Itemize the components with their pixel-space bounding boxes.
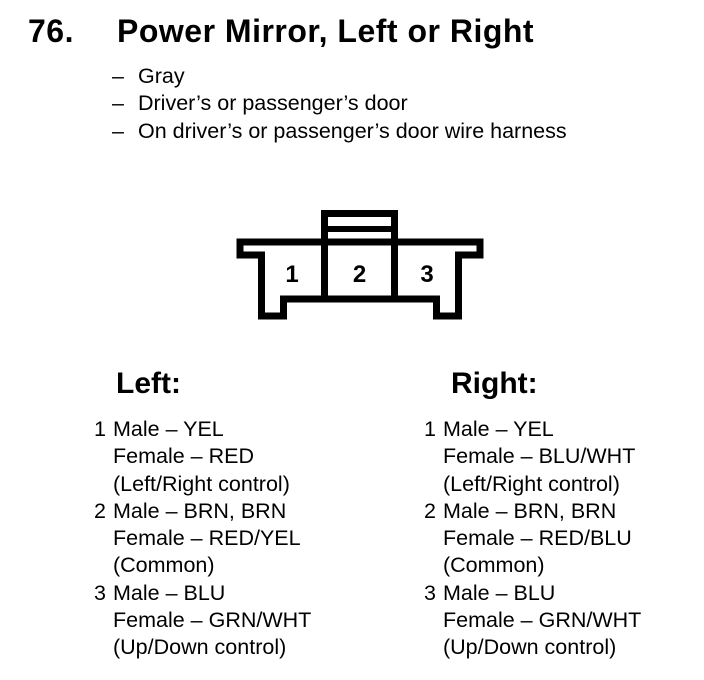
- wire-line: Male – YEL: [443, 417, 554, 441]
- pin-entry: 3 Male – BLU Female – GRN/WHT (Up/Down c…: [424, 580, 641, 662]
- list-item: – On driver’s or passenger’s door wire h…: [112, 118, 567, 145]
- pin-wire-info: Male – BLU Female – GRN/WHT (Up/Down con…: [443, 580, 641, 662]
- connector-body-outline: [236, 238, 484, 320]
- wire-function: (Common): [113, 553, 215, 578]
- wire-line: Female – RED/BLU: [443, 526, 632, 551]
- pin-entry: 1 Male – YEL Female – BLU/WHT (Left/Righ…: [424, 416, 641, 498]
- left-column-header: Left:: [116, 367, 181, 400]
- pin-wire-info: Male – BRN, BRN Female – RED/BLU (Common…: [443, 498, 632, 580]
- pin-wire-info: Male – YEL Female – RED (Left/Right cont…: [113, 416, 290, 498]
- wire-line: Female – GRN/WHT: [113, 608, 312, 633]
- pin-wire-info: Male – YEL Female – BLU/WHT (Left/Right …: [443, 416, 635, 498]
- pin-entry: 1 Male – YEL Female – RED (Left/Right co…: [94, 416, 311, 498]
- wire-line: Male – BRN, BRN: [113, 498, 287, 523]
- pin-entry: 3 Male – BLU Female – GRN/WHT (Up/Down c…: [94, 580, 311, 662]
- wire-line: Female – BLU/WHT: [443, 444, 636, 469]
- list-item-text: Gray: [138, 64, 185, 88]
- connector-attributes-list: – Gray – Driver’s or passenger’s door – …: [112, 63, 567, 145]
- list-item: – Driver’s or passenger’s door: [112, 90, 567, 117]
- dash-marker: –: [112, 64, 124, 88]
- pin-number: 1: [424, 417, 436, 441]
- page-title: Power Mirror, Left or Right: [117, 13, 535, 49]
- pin-wire-info: Male – BLU Female – GRN/WHT (Up/Down con…: [113, 580, 311, 662]
- pin-entry: 2 Male – BRN, BRN Female – RED/YEL (Comm…: [94, 498, 311, 580]
- pin-number: 3: [424, 580, 436, 605]
- wire-line: Male – BLU: [113, 580, 226, 605]
- pin-entry: 2 Male – BRN, BRN Female – RED/BLU (Comm…: [424, 498, 641, 580]
- pin-number: 2: [94, 498, 106, 523]
- wire-line: Female – RED/YEL: [113, 526, 301, 551]
- wire-function: (Up/Down control): [113, 635, 287, 660]
- wire-function: (Left/Right control): [113, 471, 290, 496]
- connector-diagram: 1 2 3: [236, 210, 484, 320]
- list-item-text: On driver’s or passenger’s door wire har…: [138, 118, 567, 143]
- wire-line: Male – BLU: [443, 580, 556, 605]
- pin-number: 2: [424, 498, 436, 523]
- right-column-header: Right:: [451, 367, 538, 400]
- right-pinout-list: 1 Male – YEL Female – BLU/WHT (Left/Righ…: [424, 416, 641, 662]
- left-pinout-list: 1 Male – YEL Female – RED (Left/Right co…: [94, 416, 311, 662]
- wire-line: Female – GRN/WHT: [443, 608, 642, 633]
- wire-function: (Up/Down control): [443, 635, 617, 660]
- wire-function: (Left/Right control): [443, 471, 620, 496]
- dash-marker: –: [112, 118, 124, 143]
- wire-function: (Common): [443, 553, 545, 578]
- connector-pin-3-label: 3: [420, 261, 433, 288]
- connector-pin-2-label: 2: [353, 261, 366, 288]
- dash-marker: –: [112, 91, 124, 116]
- pin-wire-info: Male – BRN, BRN Female – RED/YEL (Common…: [113, 498, 301, 580]
- wire-line: Female – RED: [113, 444, 254, 469]
- pin-number: 3: [94, 580, 106, 605]
- list-item-text: Driver’s or passenger’s door: [138, 91, 408, 116]
- connector-pin-1-label: 1: [285, 261, 298, 288]
- list-item: – Gray: [112, 63, 567, 90]
- wire-line: Male – YEL: [113, 417, 224, 441]
- pin-number: 1: [94, 417, 106, 441]
- section-number: 76.: [28, 13, 74, 49]
- wire-line: Male – BRN, BRN: [443, 498, 617, 523]
